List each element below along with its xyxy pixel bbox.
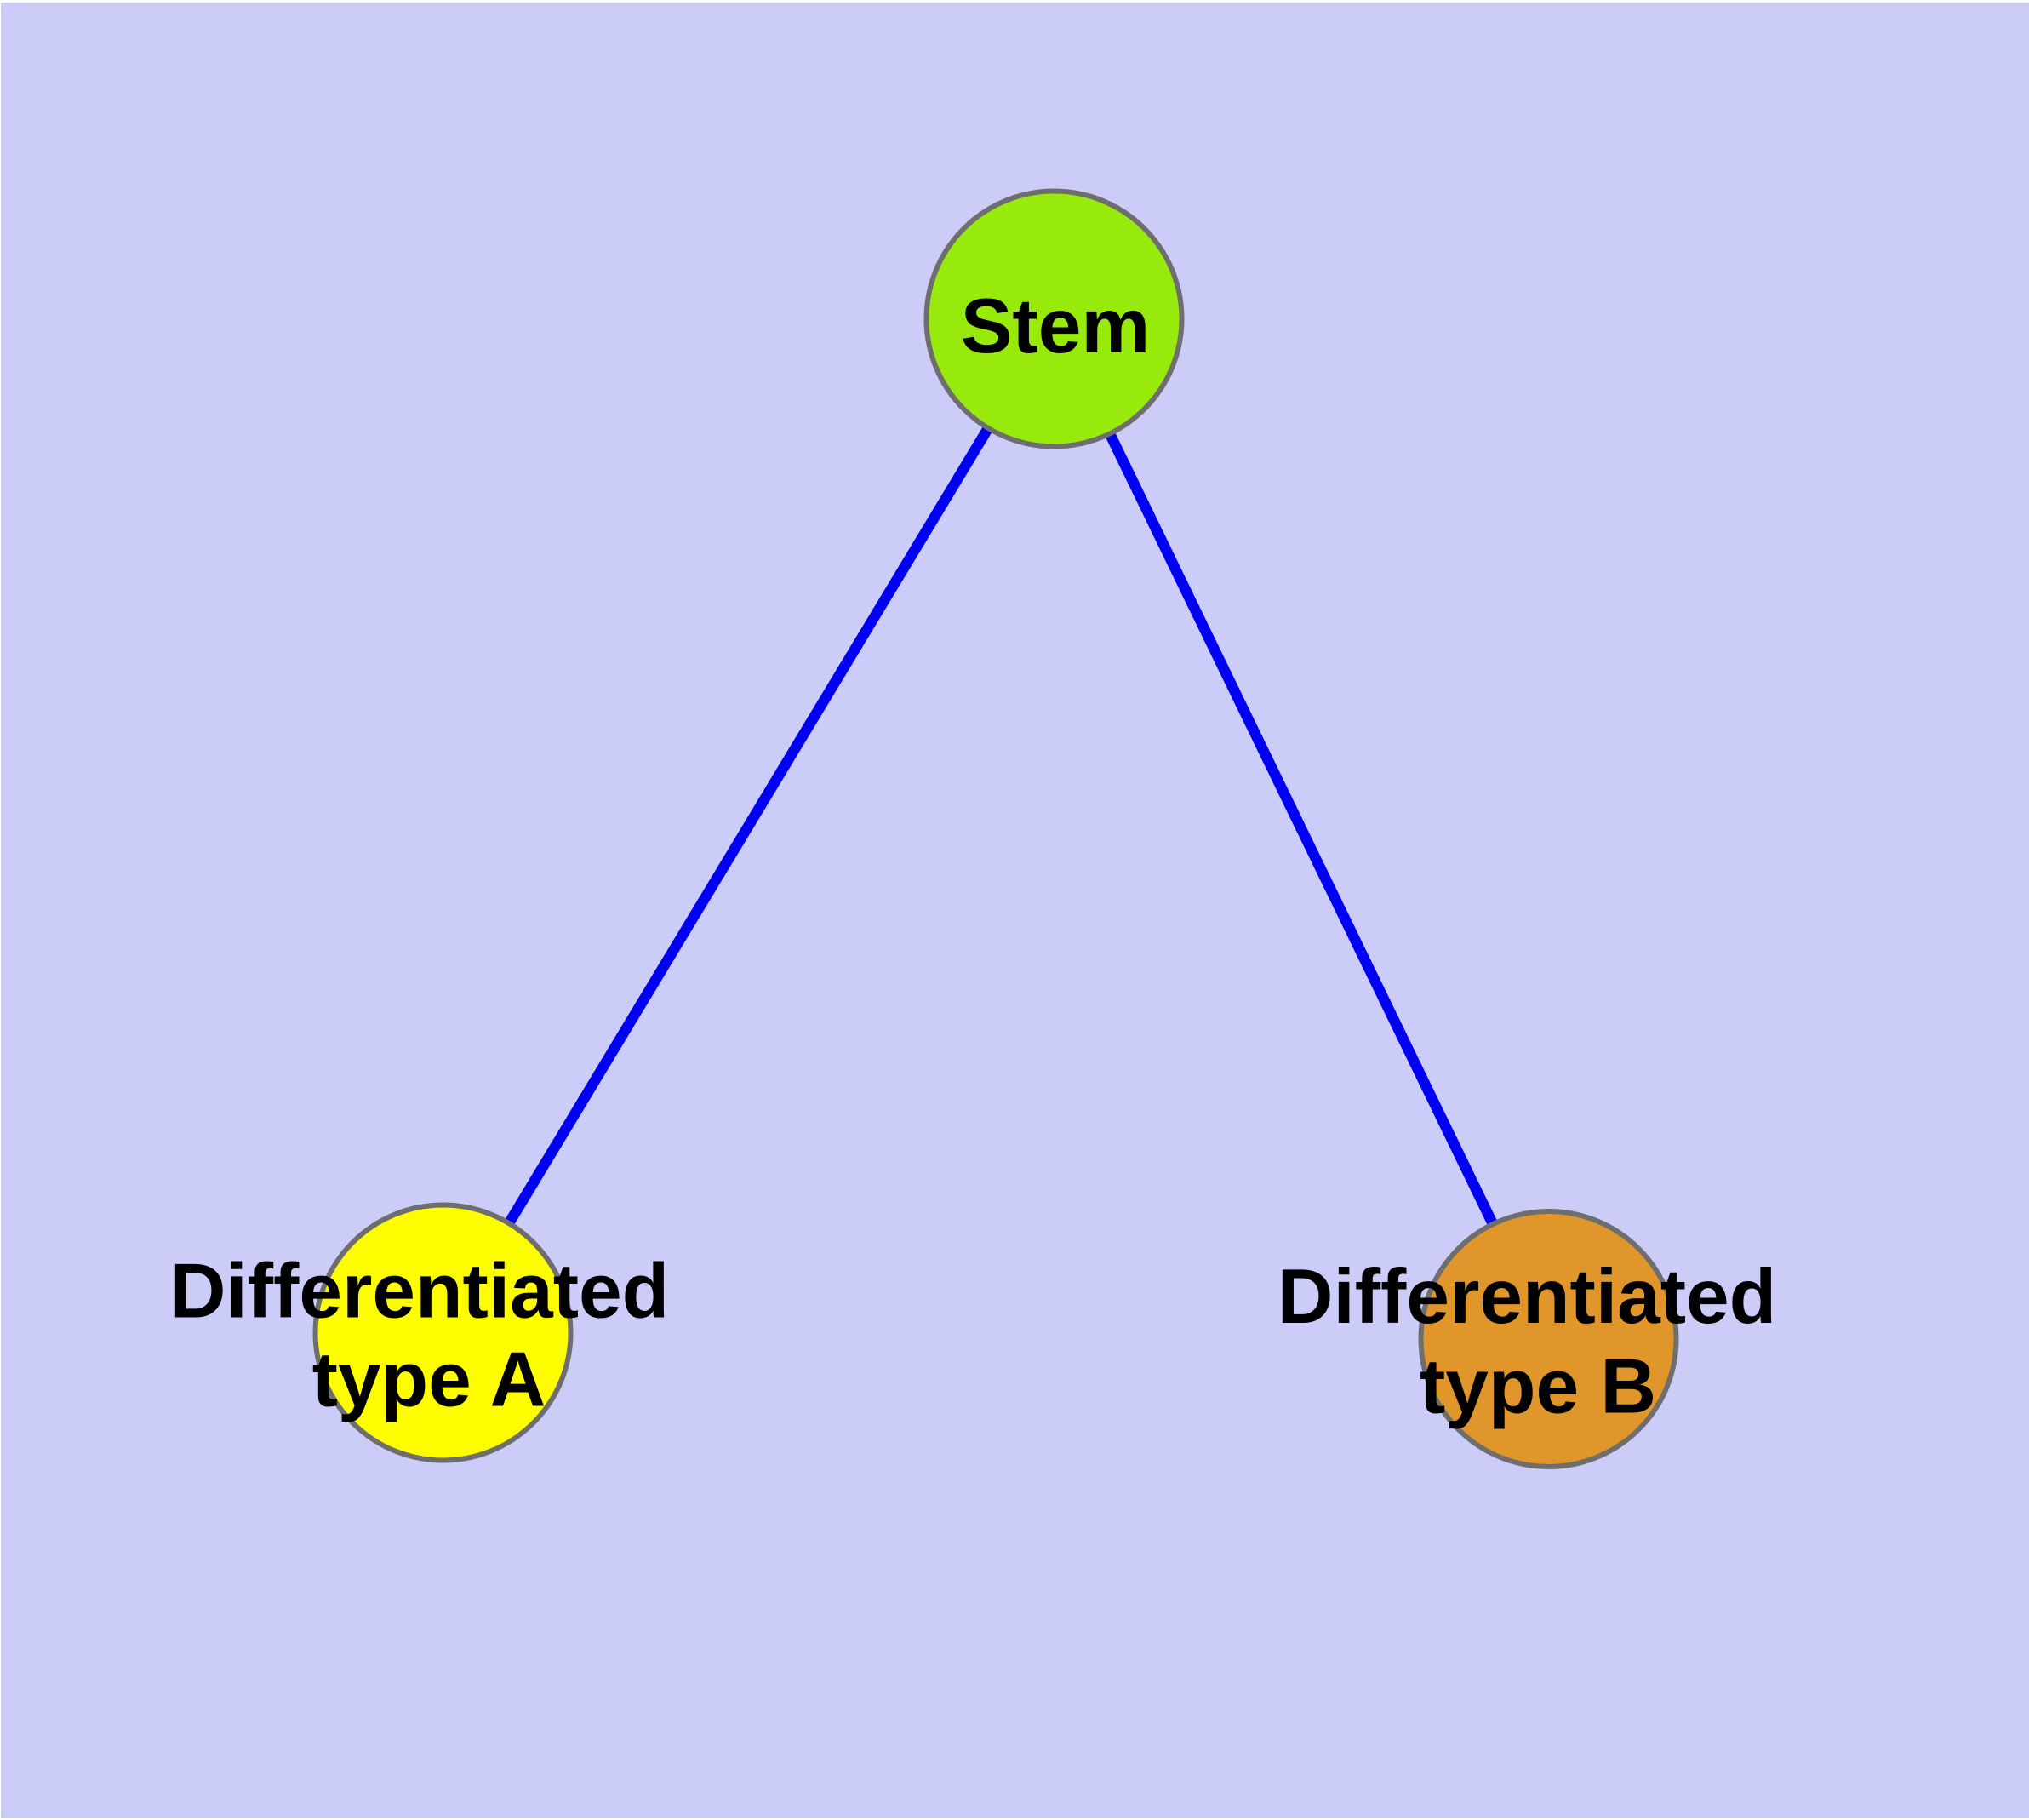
svg-text:type A: type A: [312, 1337, 546, 1423]
svg-text:Stem: Stem: [961, 283, 1151, 369]
svg-text:Differentiated: Differentiated: [1277, 1254, 1777, 1340]
svg-text:type B: type B: [1420, 1344, 1656, 1430]
svg-text:Differentiated: Differentiated: [170, 1249, 670, 1335]
